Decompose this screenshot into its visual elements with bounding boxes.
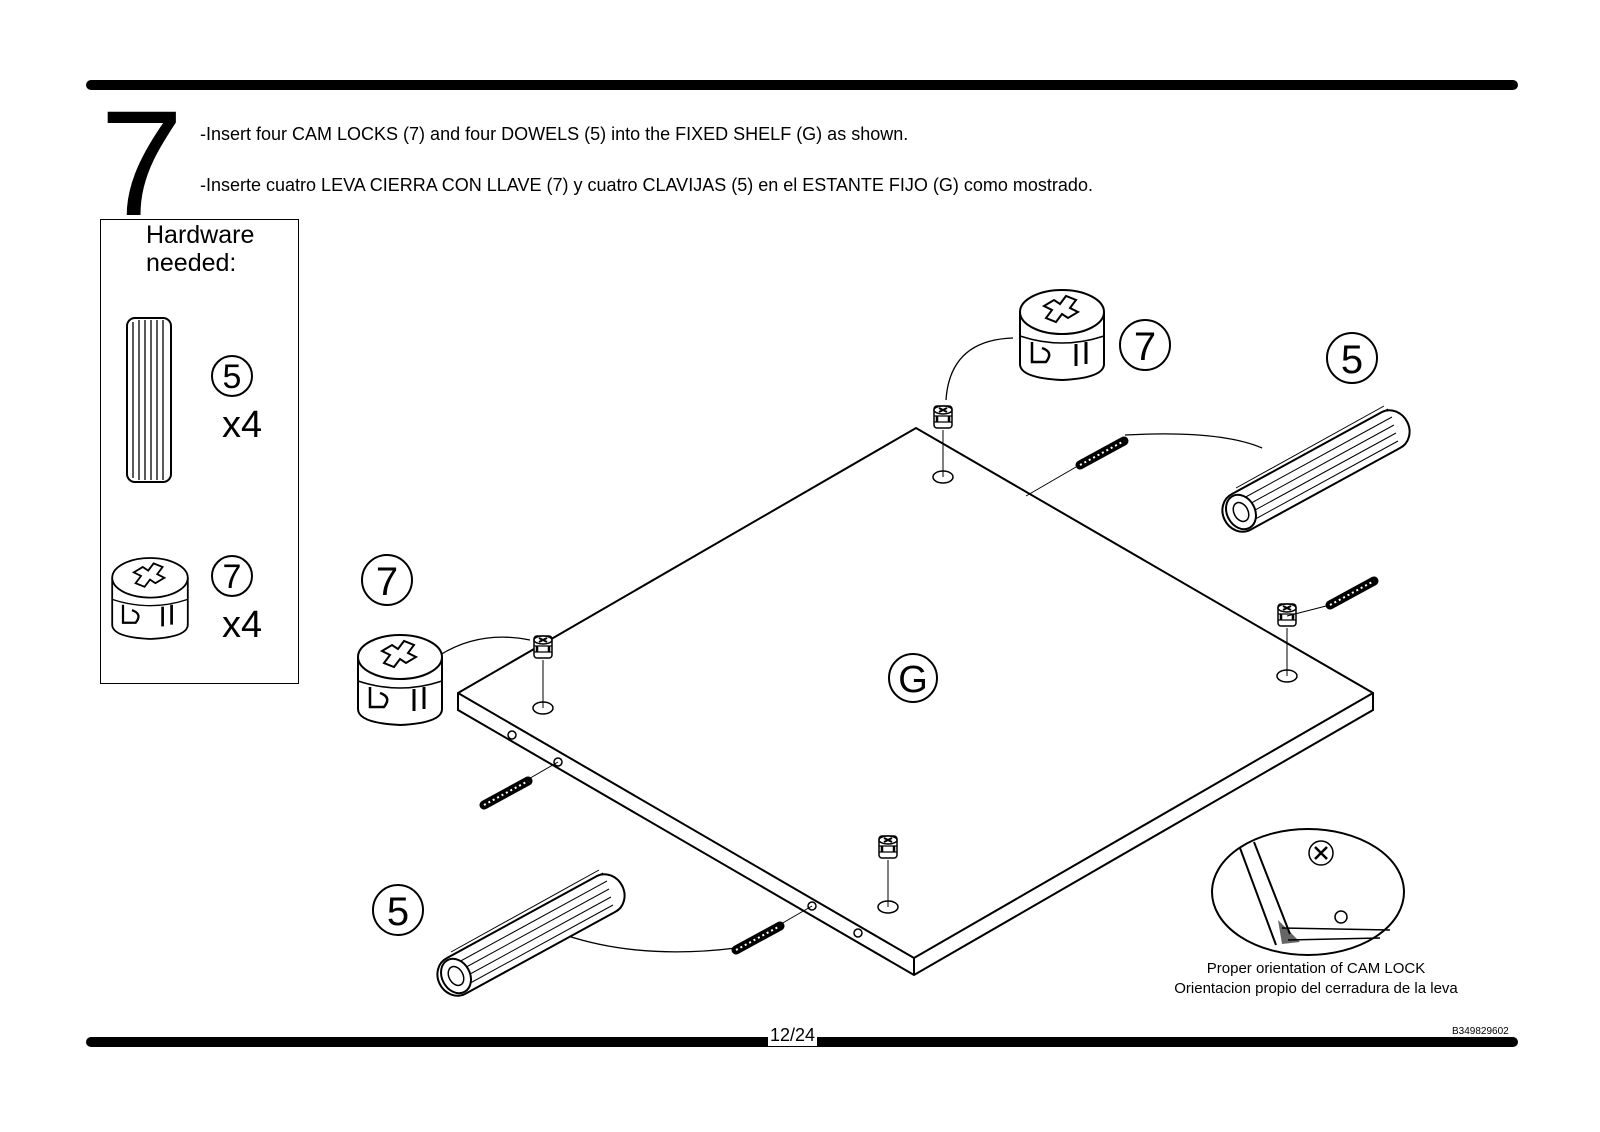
leader-line: [1124, 433, 1263, 449]
hardware-qty-7: x4: [222, 604, 262, 646]
detail-caption-spanish: Orientacion propio del cerradura de la l…: [1174, 980, 1458, 997]
cam-lock-small-3: [1276, 602, 1298, 676]
leader-line: [945, 337, 1014, 401]
hardware-title: Hardware needed:: [146, 221, 255, 277]
dowel-small-1: [1025, 441, 1124, 497]
page-number: 12/24: [768, 1025, 818, 1046]
dowel-large-bottom: [434, 869, 626, 1000]
top-rule: [86, 80, 1518, 90]
dowel-large-top: [1219, 405, 1411, 536]
cam-lock-icon: [110, 556, 190, 641]
cam-lock-small-1: [932, 404, 954, 477]
panel-label-circle: [888, 653, 938, 703]
cam-lock-large-top: [1018, 288, 1106, 382]
dowel-small-3: [484, 761, 559, 805]
callout-number: 5: [1341, 338, 1363, 382]
detail-caption-english: Proper orientation of CAM LOCK: [1206, 960, 1426, 977]
callout-number: 7: [376, 560, 398, 604]
hardware-qty-5: x4: [222, 404, 262, 446]
dowel-icon: [126, 317, 172, 483]
hardware-needed-box: [100, 219, 299, 684]
step-number: 7: [100, 79, 183, 247]
instruction-english: -Insert four CAM LOCKS (7) and four DOWE…: [200, 124, 909, 144]
callout-number: 5: [387, 890, 409, 934]
cam-lock-large-left: [356, 633, 444, 727]
instruction-spanish: -Inserte cuatro LEVA CIERRA CON LLAVE (7…: [200, 175, 1093, 195]
hardware-circle-7: [211, 555, 253, 597]
cam-lock-small-2: [532, 634, 554, 708]
callout-number: 7: [1134, 325, 1156, 369]
callout-circle: [361, 554, 413, 606]
hardware-circle-5: [211, 355, 253, 397]
callout-circle: [1326, 332, 1378, 384]
cam-lock-small-4: [877, 834, 899, 907]
hardware-number-7: 7: [223, 558, 242, 596]
dowel-small-4: [736, 905, 813, 950]
hardware-number-5: 5: [223, 358, 242, 396]
dowel-small-2: [1286, 581, 1374, 617]
cam-lock-orientation-detail: [1211, 828, 1405, 956]
leader-line: [439, 636, 531, 656]
document-code: B349829602: [1452, 1026, 1509, 1037]
leader-line: [564, 934, 737, 953]
callout-circle: [1119, 319, 1171, 371]
panel-label: G: [898, 659, 928, 701]
callout-circle: [372, 884, 424, 936]
